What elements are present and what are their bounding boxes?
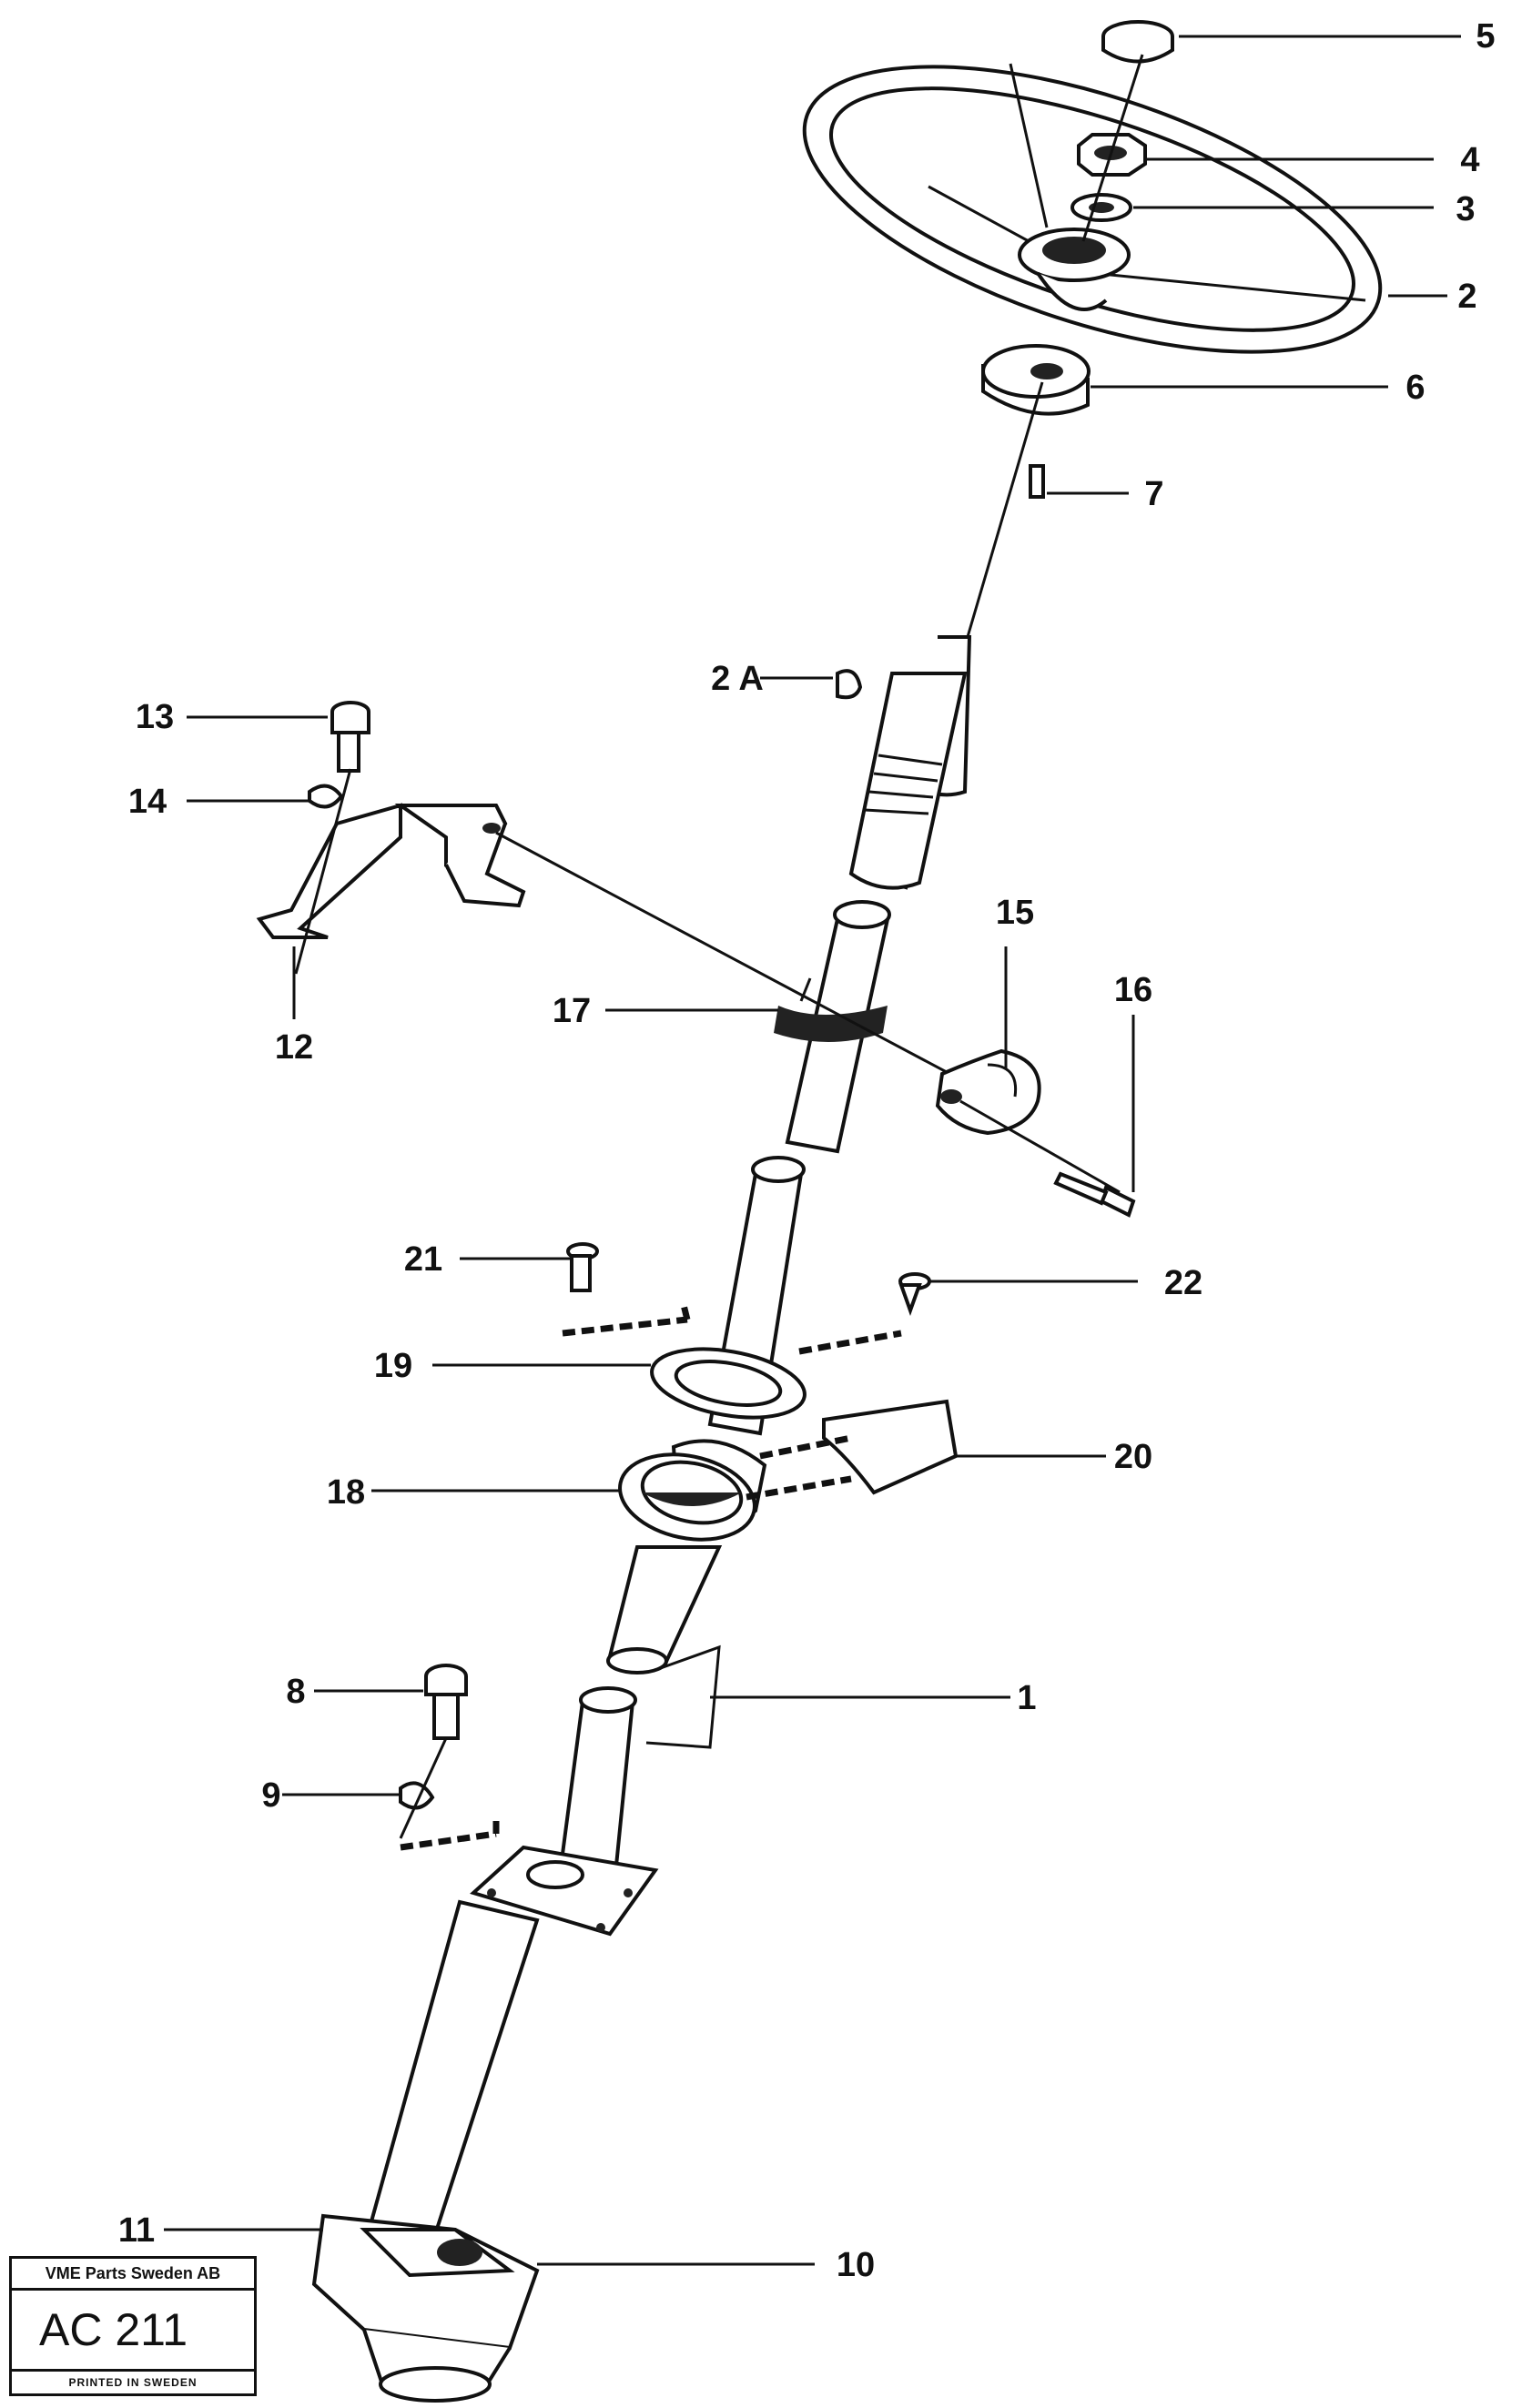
callout-1: 1 — [1017, 1679, 1036, 1717]
callout-12: 12 — [275, 1028, 313, 1067]
stamp-company-name: VME Parts Sweden AB — [12, 2259, 254, 2291]
splined-shaft — [848, 635, 972, 890]
seal-ring — [650, 1347, 807, 1420]
title-stamp: VME Parts Sweden AB AC 211 PRINTED IN SW… — [9, 2256, 257, 2396]
clamp — [935, 1048, 1041, 1136]
callout-13: 13 — [136, 698, 174, 736]
callout-2: 2 — [1457, 278, 1476, 316]
callout-14: 14 — [128, 783, 167, 821]
callout-20: 20 — [1114, 1438, 1152, 1476]
callout-6: 6 — [1405, 369, 1425, 407]
callout-22: 22 — [1164, 1264, 1202, 1302]
callout-labels: 5 4 3 2 6 7 2 A 13 14 12 15 16 17 21 22 … — [118, 17, 1496, 2284]
leader-lines — [164, 35, 1461, 2266]
bracket-bolt — [330, 701, 370, 773]
flange-bolt — [424, 1664, 468, 1740]
callout-5: 5 — [1476, 17, 1495, 56]
column-tube — [361, 1899, 540, 2260]
rubber-boot — [618, 1439, 767, 1542]
callout-15: 15 — [996, 894, 1034, 932]
steering-gear-box — [311, 2213, 540, 2403]
flange-washer — [399, 1781, 435, 1810]
callout-8: 8 — [286, 1673, 305, 1711]
bracket-washer — [308, 784, 344, 809]
callout-10: 10 — [837, 2246, 875, 2284]
callout-7: 7 — [1144, 475, 1163, 513]
callout-4: 4 — [1460, 141, 1479, 179]
screw-21 — [566, 1242, 599, 1292]
callout-11: 11 — [118, 2211, 155, 2250]
stamp-printed-note: PRINTED IN SWEDEN — [12, 2369, 254, 2393]
mounting-bracket — [256, 803, 526, 939]
callout-17: 17 — [553, 992, 591, 1030]
set-screw — [1029, 464, 1045, 499]
bearing-ring — [981, 344, 1091, 416]
callout-2a: 2 A — [711, 660, 764, 698]
screw-22 — [898, 1272, 931, 1316]
washer — [1070, 193, 1132, 222]
woodruff-key — [836, 669, 863, 700]
callout-3: 3 — [1456, 190, 1475, 228]
cap-screw — [1053, 1171, 1136, 1218]
clamp-band — [774, 977, 888, 1042]
callout-19: 19 — [374, 1347, 412, 1385]
callout-9: 9 — [261, 1776, 280, 1815]
callout-16: 16 — [1114, 971, 1152, 1009]
callout-18: 18 — [327, 1473, 365, 1512]
stamp-diagram-code: AC 211 — [39, 2304, 188, 2355]
callout-21: 21 — [404, 1240, 442, 1279]
flanged-tube — [470, 1686, 659, 1937]
hub-cap — [1101, 20, 1174, 64]
